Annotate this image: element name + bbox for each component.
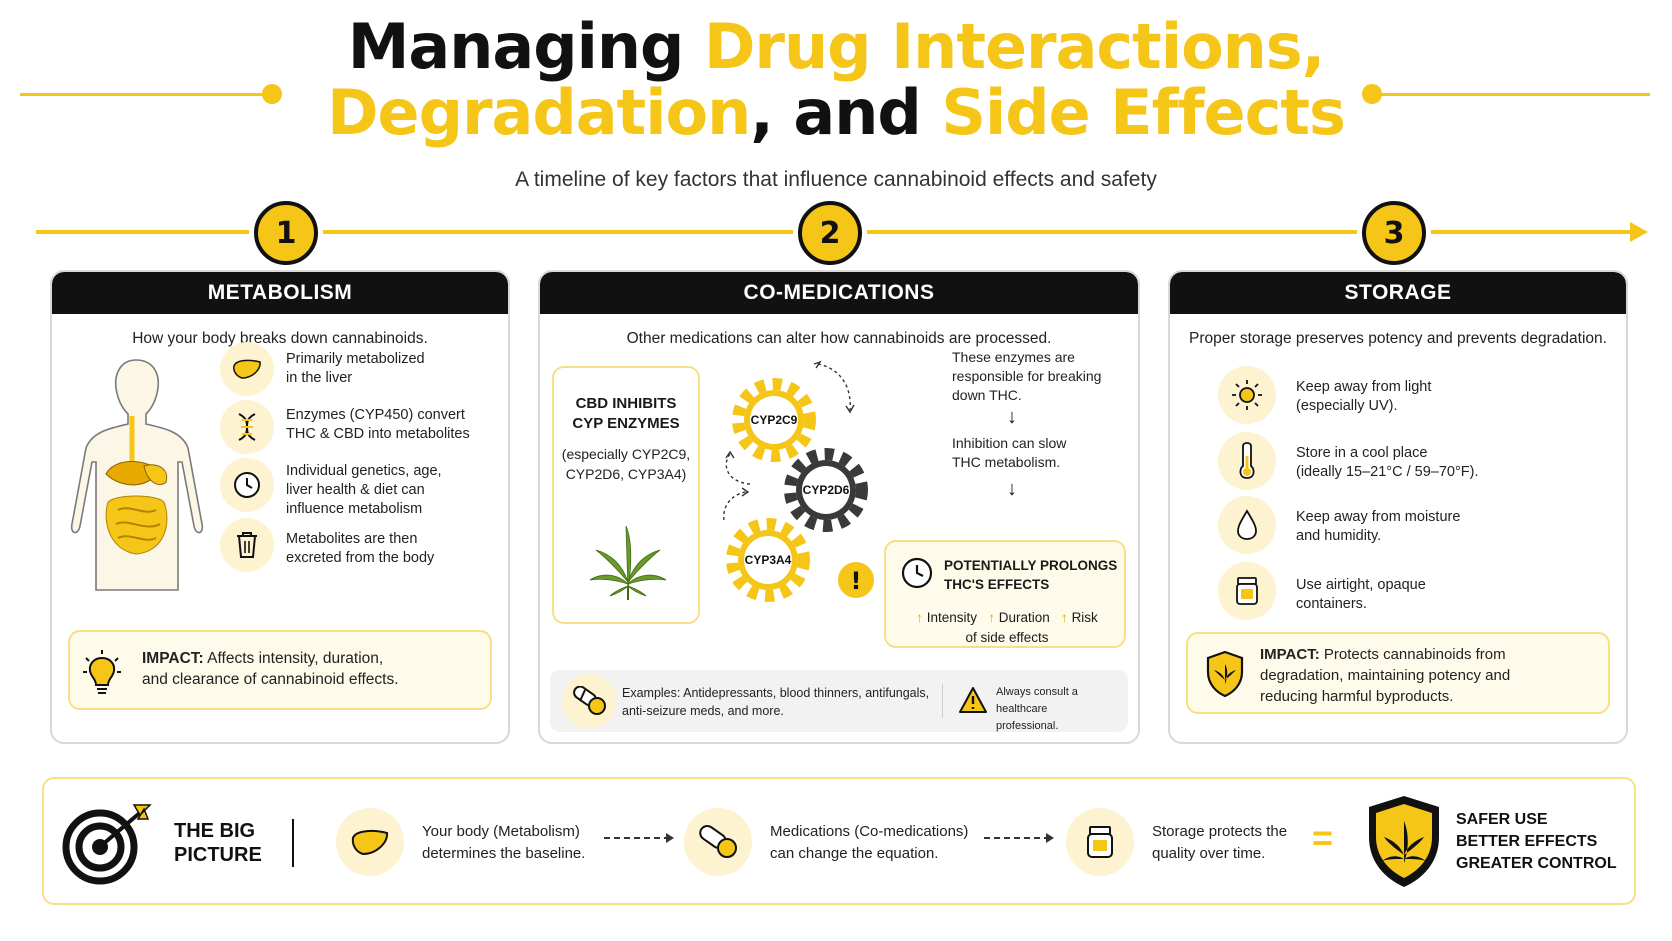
storage-item-1: Keep away from light (especially UV). bbox=[1296, 379, 1432, 414]
liver-icon bbox=[220, 342, 274, 396]
page-title: Managing Drug Interactions, Degradation,… bbox=[0, 14, 1672, 146]
title-part-1: Managing bbox=[347, 10, 704, 83]
metabolism-item-4: Metabolites are then excreted from the b… bbox=[286, 531, 435, 566]
title-decor-line-right bbox=[1372, 93, 1650, 96]
inhibition-description: Inhibition can slow THC metabolism. bbox=[952, 435, 1067, 470]
storage-item-2: Store in a cool place (ideally 15–21°C /… bbox=[1296, 445, 1479, 480]
down-arrow-icon-1: ↓ bbox=[1007, 406, 1017, 428]
timeline-arrow-icon bbox=[1630, 222, 1648, 242]
alert-icon: ! bbox=[851, 567, 862, 595]
flow-arrow-2 bbox=[984, 833, 1054, 843]
metabolism-impact-box: IMPACT: Affects intensity, duration, and… bbox=[68, 630, 492, 710]
title-part-2: Drug Interactions, bbox=[703, 10, 1325, 83]
target-icon bbox=[62, 804, 152, 885]
step-number-3: 3 bbox=[1362, 201, 1426, 265]
cyp-enzyme-gears: CYP2C9 CYP2D6 CYP3A4 ! bbox=[723, 360, 874, 628]
human-body-illustration bbox=[70, 359, 204, 591]
dna-icon bbox=[220, 400, 274, 454]
jar-icon bbox=[1218, 562, 1276, 620]
prolongs-effects-box: POTENTIALLY PROLONGS THC'S EFFECTS ↑ Int… bbox=[884, 540, 1126, 648]
title-part-3: Degradation bbox=[327, 76, 751, 149]
medication-examples-text: Examples: Antidepressants, blood thinner… bbox=[622, 686, 930, 718]
storage-heading: STORAGE bbox=[1170, 272, 1626, 314]
title-part-5: Side Effects bbox=[941, 76, 1346, 149]
shield-leaf-icon bbox=[1369, 796, 1439, 887]
gear-label-cyp2d6: CYP2D6 bbox=[803, 483, 850, 497]
trash-icon bbox=[220, 518, 274, 572]
title-part-4: , and bbox=[750, 76, 942, 149]
metabolism-description: How your body breaks down cannabinoids. bbox=[132, 330, 428, 347]
liver-icon bbox=[336, 808, 404, 876]
step-number-2: 2 bbox=[798, 201, 862, 265]
pills-icon bbox=[562, 674, 616, 728]
cbd-inhibits-box: CBD INHIBITS CYP ENZYMES (especially CYP… bbox=[552, 366, 700, 624]
flow-arrow-1 bbox=[604, 833, 674, 843]
metabolism-panel: METABOLISM How your body breaks down can… bbox=[50, 270, 510, 744]
metabolism-item-2: Enzymes (CYP450) convert THC & CBD into … bbox=[286, 407, 470, 442]
big-picture-step-3: Storage protects the quality over time. bbox=[1152, 823, 1288, 862]
title-decor-line-left bbox=[20, 93, 272, 96]
big-picture-step-1: Your body (Metabolism) determines the ba… bbox=[422, 823, 586, 862]
gear-label-cyp3a4: CYP3A4 bbox=[745, 553, 792, 567]
prolongs-effects-list: ↑ Intensity ↑ Duration ↑ Risk of side ef… bbox=[916, 610, 1098, 645]
storage-impact-box: IMPACT: Protects cannabinoids from degra… bbox=[1186, 632, 1610, 714]
storage-description: Proper storage preserves potency and pre… bbox=[1189, 330, 1607, 347]
alert-badge bbox=[838, 562, 874, 598]
sun-icon bbox=[1218, 366, 1276, 424]
consult-warning-text: Always consult a healthcare professional… bbox=[996, 686, 1078, 732]
warning-icon bbox=[959, 687, 987, 713]
clock-icon bbox=[901, 557, 933, 589]
title-decor-dot-left bbox=[262, 84, 282, 104]
storage-impact-text: IMPACT: Protects cannabinoids from degra… bbox=[1260, 646, 1511, 705]
big-picture-results: SAFER USE BETTER EFFECTS GREATER CONTROL bbox=[1456, 811, 1617, 872]
metabolism-impact-text: IMPACT: Affects intensity, duration, and… bbox=[142, 650, 399, 688]
cannabis-leaf-icon bbox=[589, 525, 667, 600]
comedications-heading: CO-MEDICATIONS bbox=[540, 272, 1138, 314]
medication-examples-box: Examples: Antidepressants, blood thinner… bbox=[550, 670, 1128, 732]
storage-item-3: Keep away from moisture and humidity. bbox=[1296, 509, 1461, 544]
big-picture-title: THE BIG PICTURE bbox=[174, 820, 262, 866]
clock-icon bbox=[220, 458, 274, 512]
metabolism-item-3: Individual genetics, age, liver health &… bbox=[286, 463, 442, 517]
title-decor-dot-right bbox=[1362, 84, 1382, 104]
big-picture-step-2: Medications (Co-medications) can change … bbox=[770, 823, 969, 862]
droplet-icon bbox=[1218, 496, 1276, 554]
metabolism-heading: METABOLISM bbox=[52, 272, 508, 314]
comedications-panel: CO-MEDICATIONS Other medications can alt… bbox=[538, 270, 1140, 744]
shield-leaf-icon bbox=[1206, 650, 1244, 698]
storage-panel: STORAGE Proper storage preserves potency… bbox=[1168, 270, 1628, 744]
big-picture-divider bbox=[292, 819, 294, 867]
metabolism-item-1: Primarily metabolized in the liver bbox=[286, 351, 425, 386]
jar-icon bbox=[1066, 808, 1134, 876]
big-picture-panel: THE BIG PICTURE Your body (Metabolism) d… bbox=[42, 777, 1636, 905]
storage-item-4: Use airtight, opaque containers. bbox=[1296, 577, 1426, 612]
lightbulb-icon bbox=[83, 650, 121, 694]
comedications-description: Other medications can alter how cannabin… bbox=[626, 330, 1052, 347]
equals-sign: = bbox=[1312, 817, 1334, 858]
enzyme-description: These enzymes are responsible for breaki… bbox=[952, 349, 1102, 403]
thermometer-icon bbox=[1218, 432, 1276, 490]
gear-label-cyp2c9: CYP2C9 bbox=[751, 413, 798, 427]
step-number-1: 1 bbox=[254, 201, 318, 265]
examples-divider bbox=[942, 684, 943, 718]
page-subtitle: A timeline of key factors that influence… bbox=[515, 168, 1157, 191]
pills-icon bbox=[684, 808, 752, 876]
down-arrow-icon-2: ↓ bbox=[1007, 478, 1017, 500]
